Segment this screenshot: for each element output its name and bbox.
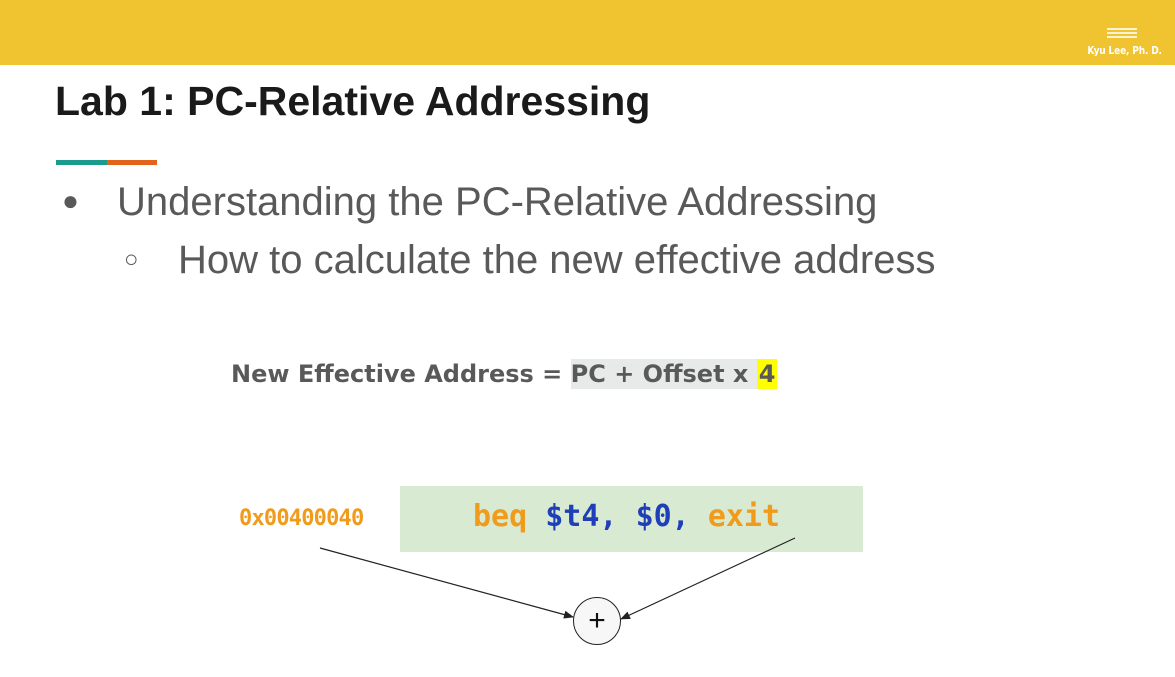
menu-lines-icon xyxy=(1107,28,1137,38)
accent-orange-segment xyxy=(107,160,157,165)
code-label: exit xyxy=(707,499,781,534)
effective-address-formula: New Effective Address = PC + Offset x 4 xyxy=(231,359,778,389)
pc-to-adder-arrow xyxy=(319,547,574,619)
code-register-1: $t4, xyxy=(545,499,618,534)
formula-multiplier: 4 xyxy=(756,359,778,389)
bullet-text: Understanding the PC-Relative Addressing xyxy=(117,180,878,224)
sub-bullet-item: ○ How to calculate the new effective addr… xyxy=(124,238,935,283)
author-credit: Kyu Lee, Ph. D. xyxy=(1087,44,1163,57)
formula-rhs-highlighted: PC + Offset x 4 xyxy=(570,359,778,389)
sub-bullet-text: How to calculate the new effective addre… xyxy=(178,238,936,282)
code-opcode: beq xyxy=(473,499,528,534)
slide-title: Lab 1: PC-Relative Addressing xyxy=(55,78,651,124)
bullet-item: ● Understanding the PC-Relative Addressin… xyxy=(62,180,877,225)
formula-rhs: PC + Offset x xyxy=(570,360,757,388)
instruction-code: beq $t4, $0, exit xyxy=(473,499,780,534)
adder-circle: + xyxy=(573,597,621,645)
code-register-2: $0, xyxy=(635,499,690,534)
pc-address: 0x00400040 xyxy=(239,506,364,531)
title-accent-bar xyxy=(56,160,157,165)
header-band xyxy=(0,0,1175,65)
bullet-dot-icon: ● xyxy=(62,185,79,216)
formula-lhs: New Effective Address = xyxy=(231,360,571,388)
sub-bullet-circle-icon: ○ xyxy=(124,246,139,273)
accent-teal-segment xyxy=(56,160,107,165)
